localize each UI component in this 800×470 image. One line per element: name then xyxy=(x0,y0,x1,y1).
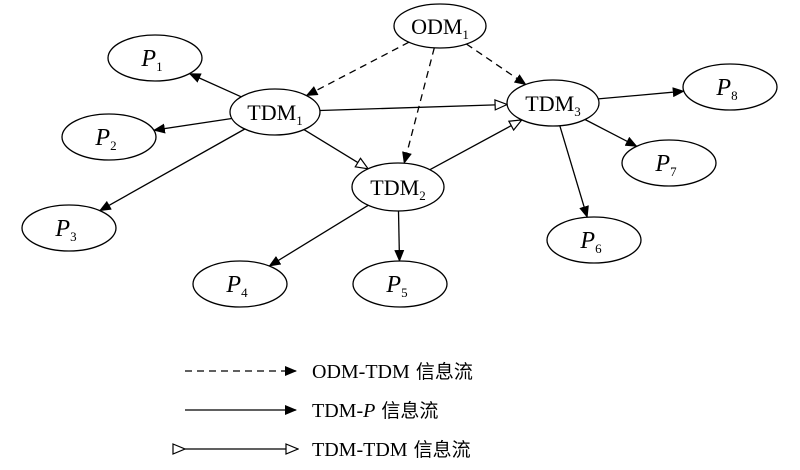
legend-item-bidirectional: TDM-TDM 信息流 xyxy=(185,439,471,461)
edge-dashed-odm1-tdm2 xyxy=(402,47,435,165)
legend-item-solid: TDM-P 信息流 xyxy=(185,400,438,422)
node-p8-shape xyxy=(682,63,778,111)
node-tdm2-shape xyxy=(351,162,445,212)
node-p7: P7 xyxy=(621,139,717,187)
node-p3: P3 xyxy=(21,204,117,252)
node-p1-shape xyxy=(107,34,203,82)
node-p7-label: P7 xyxy=(654,151,677,179)
nodes-layer: ODM1 TDM1 TDM2 TDM3 P1 P2 P3 P4 xyxy=(21,3,778,308)
edge-solid-tdm1-p2 xyxy=(152,117,232,134)
edge-bidirectional-tdm2-tdm3 xyxy=(430,120,522,170)
node-tdm2-label: TDM2 xyxy=(370,175,425,203)
node-p2: P2 xyxy=(61,113,157,161)
node-p7-shape xyxy=(621,139,717,187)
node-odm1-shape xyxy=(393,3,487,49)
node-p4: P4 xyxy=(192,260,288,308)
node-odm1-label: ODM1 xyxy=(411,14,469,42)
legend-dashed-label: ODM-TDM 信息流 xyxy=(312,361,473,383)
node-p2-label: P2 xyxy=(94,125,116,153)
edge-solid-tdm1-p3 xyxy=(98,128,246,212)
node-odm1: ODM1 xyxy=(393,3,487,49)
legend: ODM-TDM 信息流 TDM-P 信息流 TDM-TDM 信息流 xyxy=(185,361,473,461)
node-p6: P6 xyxy=(546,216,642,264)
node-p3-shape xyxy=(21,204,117,252)
node-p4-label: P4 xyxy=(225,272,248,300)
legend-bidirectional-label: TDM-TDM 信息流 xyxy=(312,439,471,461)
node-p8-label: P8 xyxy=(715,75,737,103)
legend-solid-label: TDM-P 信息流 xyxy=(312,400,438,422)
edge-bidirectional-tdm1-tdm3 xyxy=(320,105,507,111)
node-p5-label: P5 xyxy=(385,272,407,300)
edge-solid-tdm3-p7 xyxy=(584,118,638,147)
edge-dashed-odm1-tdm3 xyxy=(466,43,527,86)
edge-solid-tdm2-p5 xyxy=(394,210,405,262)
node-tdm3: TDM3 xyxy=(506,79,600,127)
edge-solid-tdm3-p6 xyxy=(559,125,589,219)
legend-item-dashed: ODM-TDM 信息流 xyxy=(185,361,473,383)
node-p6-shape xyxy=(546,216,642,264)
edge-solid-tdm1-p1 xyxy=(188,73,242,98)
edges-layer xyxy=(98,41,685,267)
node-tdm3-label: TDM3 xyxy=(525,91,580,119)
node-p8: P8 xyxy=(682,63,778,111)
node-tdm2: TDM2 xyxy=(351,162,445,212)
edge-bidirectional-tdm1-tdm2 xyxy=(304,130,368,169)
edge-dashed-odm1-tdm1 xyxy=(305,41,410,97)
node-p3-label: P3 xyxy=(54,216,76,244)
node-p1-label: P1 xyxy=(140,46,162,74)
node-p4-shape xyxy=(192,260,288,308)
node-tdm1-label: TDM1 xyxy=(247,100,302,128)
node-p2-shape xyxy=(61,113,157,161)
node-p5: P5 xyxy=(352,260,448,308)
node-p6-label: P6 xyxy=(579,228,602,256)
node-tdm1: TDM1 xyxy=(229,88,321,136)
edge-solid-tdm2-p4 xyxy=(268,204,369,267)
node-tdm3-shape xyxy=(506,79,600,127)
node-tdm1-shape xyxy=(229,88,321,136)
node-p5-shape xyxy=(352,260,448,308)
edge-solid-tdm3-p8 xyxy=(598,87,685,100)
node-p1: P1 xyxy=(107,34,203,82)
